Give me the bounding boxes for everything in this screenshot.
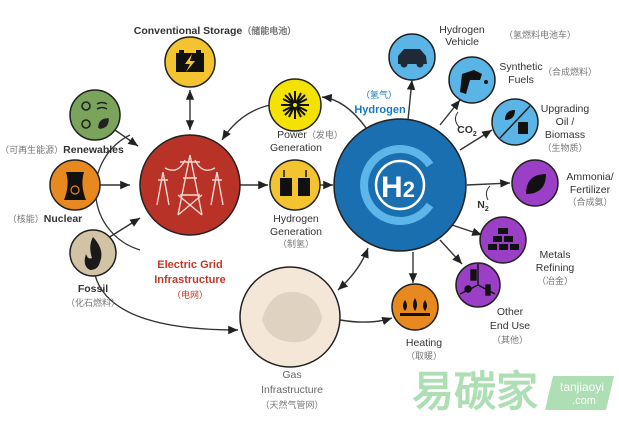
label-line1: Power（发电） <box>277 129 343 141</box>
pipeline-map-icon <box>262 291 322 343</box>
label-line2: Infrastructure <box>154 274 226 286</box>
label: Conventional Storage（储能电池） <box>134 25 297 37</box>
label-line2: Generation <box>270 226 322 238</box>
node-nuclear: （核能）Nuclear <box>8 159 101 225</box>
label-cn: （化石燃料） <box>66 297 120 308</box>
industry-icon <box>459 264 496 296</box>
label-line2: Fuels <box>508 74 534 86</box>
leaf-icon <box>526 174 546 194</box>
label-line1: Metals <box>540 249 571 261</box>
label-cn: （制氢） <box>278 238 314 249</box>
label-line2: Infrastructure <box>261 384 323 396</box>
label-cn: （氢气） <box>361 89 397 100</box>
renewables-icon <box>81 101 109 129</box>
node-power-generation: Power（发电） Generation <box>268 78 343 154</box>
flame-icon <box>84 237 102 270</box>
label-line2: Vehicle <box>445 36 479 48</box>
h2-swoosh-icon <box>360 145 434 225</box>
label: （核能）Nuclear <box>8 213 83 225</box>
n2-label: N2 <box>477 199 489 213</box>
flames-icon <box>400 298 430 316</box>
label-cn: （取暖） <box>406 350 442 361</box>
label-cn: （其他） <box>492 334 528 345</box>
label-line1: Hydrogen <box>273 213 319 225</box>
watermark-brand: 易碳家 <box>412 368 538 415</box>
label-line1: Gas <box>282 369 301 381</box>
electrolyzer-icon <box>280 170 310 196</box>
node-gas-infrastructure: Gas Infrastructure （天然气管网） <box>239 266 341 410</box>
label-line1: Hydrogen <box>439 24 485 36</box>
label-line2: Generation <box>270 142 322 154</box>
h2-symbol: H2 <box>381 171 415 204</box>
label-line2: End Use <box>490 320 530 332</box>
label-cn: （合成氨） <box>567 196 612 207</box>
watermark-domain: tanjiaoyi <box>560 380 604 394</box>
label-cn: （天然气管网） <box>260 399 323 410</box>
node-hydrogen-vehicle: Hydrogen Vehicle （氢燃料电池车） <box>388 24 576 81</box>
transmission-tower-icon <box>156 154 224 216</box>
node-other-end-use: Other End Use （其他） <box>455 262 530 345</box>
label-line2: Oil / <box>556 116 575 128</box>
label-line1: Electric Grid <box>157 259 222 271</box>
label: Hydrogen <box>354 104 406 116</box>
label-line1: Upgrading <box>541 103 590 115</box>
leaf-oil-icon <box>499 105 531 139</box>
node-hydrogen-generation: Hydrogen Generation （制氢） <box>269 159 322 249</box>
fuel-nozzle-icon <box>460 70 488 94</box>
turbine-icon <box>281 91 309 119</box>
watermark-tld: .com <box>572 395 596 407</box>
label-cn: （生物质） <box>542 142 587 153</box>
co2-label: CO2 <box>457 124 477 138</box>
node-fossil: Fossil （化石燃料） <box>66 229 120 308</box>
node-metals-refining: Metals Refining （冶金） <box>479 216 575 286</box>
watermark: 易碳家 tanjiaoyi .com <box>412 368 614 415</box>
battery-icon <box>176 50 204 72</box>
label-cn: （氢燃料电池车） <box>504 29 576 40</box>
connectors <box>94 79 511 335</box>
node-heating: Heating （取暖） <box>391 283 442 361</box>
label-line1: Other <box>497 306 524 318</box>
label-line1: Synthetic <box>499 61 542 73</box>
label-line2: Refining <box>536 262 575 274</box>
car-icon <box>398 49 427 68</box>
node-upgrading-oil: Upgrading Oil / Biomass （生物质） <box>491 98 590 153</box>
label: Heating <box>406 337 442 349</box>
label-line2: Fertilizer <box>570 184 611 196</box>
node-ammonia: Ammonia/ Fertilizer （合成氨） <box>511 159 614 207</box>
metal-ingots-icon <box>488 228 519 250</box>
node-electric-grid: Electric Grid Infrastructure （电网） <box>139 134 241 300</box>
label: Fossil <box>78 283 108 295</box>
label: （可再生能源）Renewables <box>0 144 124 156</box>
label-line3: Biomass <box>545 129 585 141</box>
node-renewables: （可再生能源）Renewables <box>0 89 124 156</box>
label-line1: Ammonia/ <box>566 171 613 183</box>
node-hydrogen: H2 （氢气） Hydrogen <box>333 89 467 252</box>
label-cn: （电网） <box>172 289 208 300</box>
label-cn: （冶金） <box>537 275 573 286</box>
label-cn: （合成燃料） <box>543 66 597 77</box>
node-conventional-storage: Conventional Storage（储能电池） <box>134 25 297 88</box>
node-synthetic-fuels: Synthetic Fuels （合成燃料） <box>448 56 597 104</box>
